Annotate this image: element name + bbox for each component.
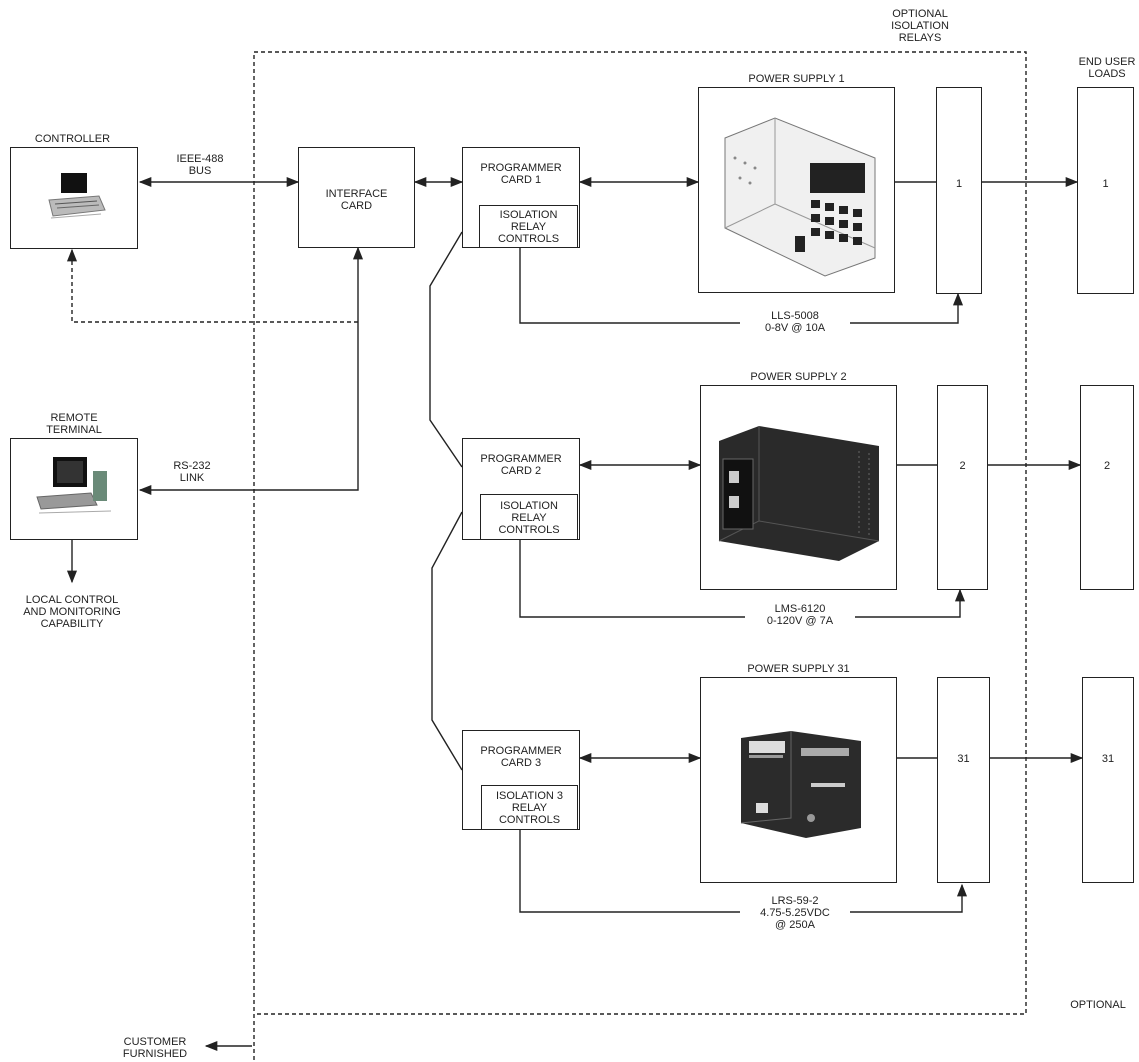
relay-id: 2: [959, 460, 966, 472]
interface-card-label: INTERFACE CARD: [299, 188, 414, 212]
end-user-load-3: 31: [1082, 677, 1134, 883]
label-line: RELAY: [511, 512, 547, 524]
interface-rs232-line: [138, 246, 364, 496]
label-line: RS-232: [173, 460, 211, 472]
label-line: @ 250A: [775, 919, 815, 931]
label-line: END USER: [1078, 56, 1136, 68]
power-supply-photo-1: [724, 117, 876, 277]
label-line: LMS-6120: [774, 603, 826, 615]
programmer-label: PROGRAMMER CARD 1: [463, 162, 579, 186]
label-line: CONTROLS: [498, 814, 561, 826]
power-supply-title-1: POWER SUPPLY 1: [748, 73, 845, 85]
label-line: RELAY: [511, 802, 548, 814]
label-line: ISOLATION: [891, 20, 949, 32]
power-supply-photo-3: [740, 731, 861, 838]
rs232-link-label: RS-232 LINK: [162, 460, 222, 484]
remote-terminal-label: REMOTE TERMINAL: [10, 412, 138, 436]
label-line: OPTIONAL: [892, 8, 948, 20]
customer-furnished-label: CUSTOMER FURNISHED: [110, 1036, 200, 1060]
programmer-chain-1-2: [429, 231, 463, 468]
isolation-label: ISOLATION RELAY CONTROLS: [480, 209, 577, 245]
load-id: 1: [1102, 178, 1109, 190]
relay-id: 1: [955, 178, 963, 190]
label-line: PROGRAMMER: [480, 745, 562, 757]
power-supply-photo-2: [718, 426, 880, 561]
power-supply-title-2: POWER SUPPLY 2: [750, 371, 847, 383]
label-line: REMOTE: [50, 412, 98, 424]
isolation-relay-controls-1: ISOLATION RELAY CONTROLS: [479, 205, 578, 248]
label-line: PROGRAMMER: [480, 453, 562, 465]
isolation-relay-3: 31: [937, 677, 990, 883]
controller-label: CONTROLLER: [34, 133, 111, 145]
computer-icon: [48, 173, 106, 219]
end-user-load-1: 1: [1077, 87, 1134, 294]
model-label-1: LLS-5008 0-8V @ 10A: [740, 310, 850, 334]
label-line: 0-8V @ 10A: [764, 322, 826, 334]
isolation-relay-1: 1: [936, 87, 982, 294]
isolation-label: ISOLATION 3 RELAY CONTROLS: [482, 790, 577, 826]
label-line: INTERFACE: [325, 188, 388, 200]
label-line: CAPABILITY: [40, 618, 104, 630]
model-label-2: LMS-6120 0-120V @ 7A: [745, 603, 855, 627]
label-line: 0-120V @ 7A: [766, 615, 834, 627]
controller-box: [10, 147, 138, 249]
label-line: IEEE-488: [176, 153, 224, 165]
programmer-label: PROGRAMMER CARD 2: [463, 453, 579, 477]
label-line: BUS: [188, 165, 212, 177]
label-line: CARD 2: [500, 465, 542, 477]
controller-dashed-link: [66, 248, 358, 323]
label-line: RELAYS: [898, 32, 942, 44]
power-supply-1: [698, 87, 895, 293]
local-control-label: LOCAL CONTROL AND MONITORING CAPABILITY: [10, 594, 134, 630]
label-line: ISOLATION 3: [495, 790, 564, 802]
load-id: 2: [1103, 460, 1111, 472]
load-id: 31: [1101, 753, 1115, 765]
isolation-relay-2: 2: [937, 385, 988, 590]
label-line: CONTROLS: [498, 524, 560, 536]
label-line: LRS-59-2: [771, 895, 819, 907]
isolation-relay-controls-3: ISOLATION 3 RELAY CONTROLS: [481, 785, 578, 830]
isolation-relay-link-2: [519, 540, 966, 618]
terminal-icon: [36, 457, 112, 514]
label-line: RELAY: [510, 221, 547, 233]
label-line: CUSTOMER: [123, 1036, 187, 1048]
programmer-chain-2-3: [431, 511, 463, 771]
label-line: CARD 3: [500, 757, 542, 769]
power-supply-3: [700, 677, 897, 883]
label-line: CARD 1: [500, 174, 542, 186]
isolation-label: ISOLATION RELAY CONTROLS: [481, 500, 577, 536]
power-supply-2: [700, 385, 897, 590]
label-line: PROGRAMMER: [480, 162, 562, 174]
label-line: CONTROLS: [497, 233, 560, 245]
label-line: ISOLATION: [500, 500, 558, 512]
end-user-load-2: 2: [1080, 385, 1134, 590]
label-line: LLS-5008: [771, 310, 819, 322]
optional-label: OPTIONAL: [1070, 999, 1126, 1011]
optional-boundary: [253, 51, 1027, 1060]
label-line: AND MONITORING: [23, 606, 121, 618]
relay-id: 31: [957, 753, 970, 765]
ieee-bus-label: IEEE-488 BUS: [165, 153, 235, 177]
label-line: LOADS: [1088, 68, 1126, 80]
label-line: LINK: [179, 472, 205, 484]
end-user-loads-label: END USER LOADS: [1074, 56, 1139, 80]
label-line: TERMINAL: [46, 424, 102, 436]
label-line: FURNISHED: [122, 1048, 188, 1060]
isolation-relay-link-1: [519, 248, 964, 324]
label-line: 4.75-5.25VDC: [760, 907, 830, 919]
label-line: LOCAL CONTROL: [25, 594, 119, 606]
programmer-label: PROGRAMMER CARD 3: [463, 745, 579, 769]
model-label-3: LRS-59-2 4.75-5.25VDC @ 250A: [740, 895, 850, 931]
label-line: CARD: [340, 200, 373, 212]
power-supply-title-3: POWER SUPPLY 31: [747, 663, 850, 675]
optional-isolation-relays-label: OPTIONAL ISOLATION RELAYS: [880, 8, 960, 44]
label-line: ISOLATION: [499, 209, 558, 221]
interface-card-box: INTERFACE CARD: [298, 147, 415, 248]
remote-terminal-box: [10, 438, 138, 540]
isolation-relay-controls-2: ISOLATION RELAY CONTROLS: [480, 494, 578, 540]
